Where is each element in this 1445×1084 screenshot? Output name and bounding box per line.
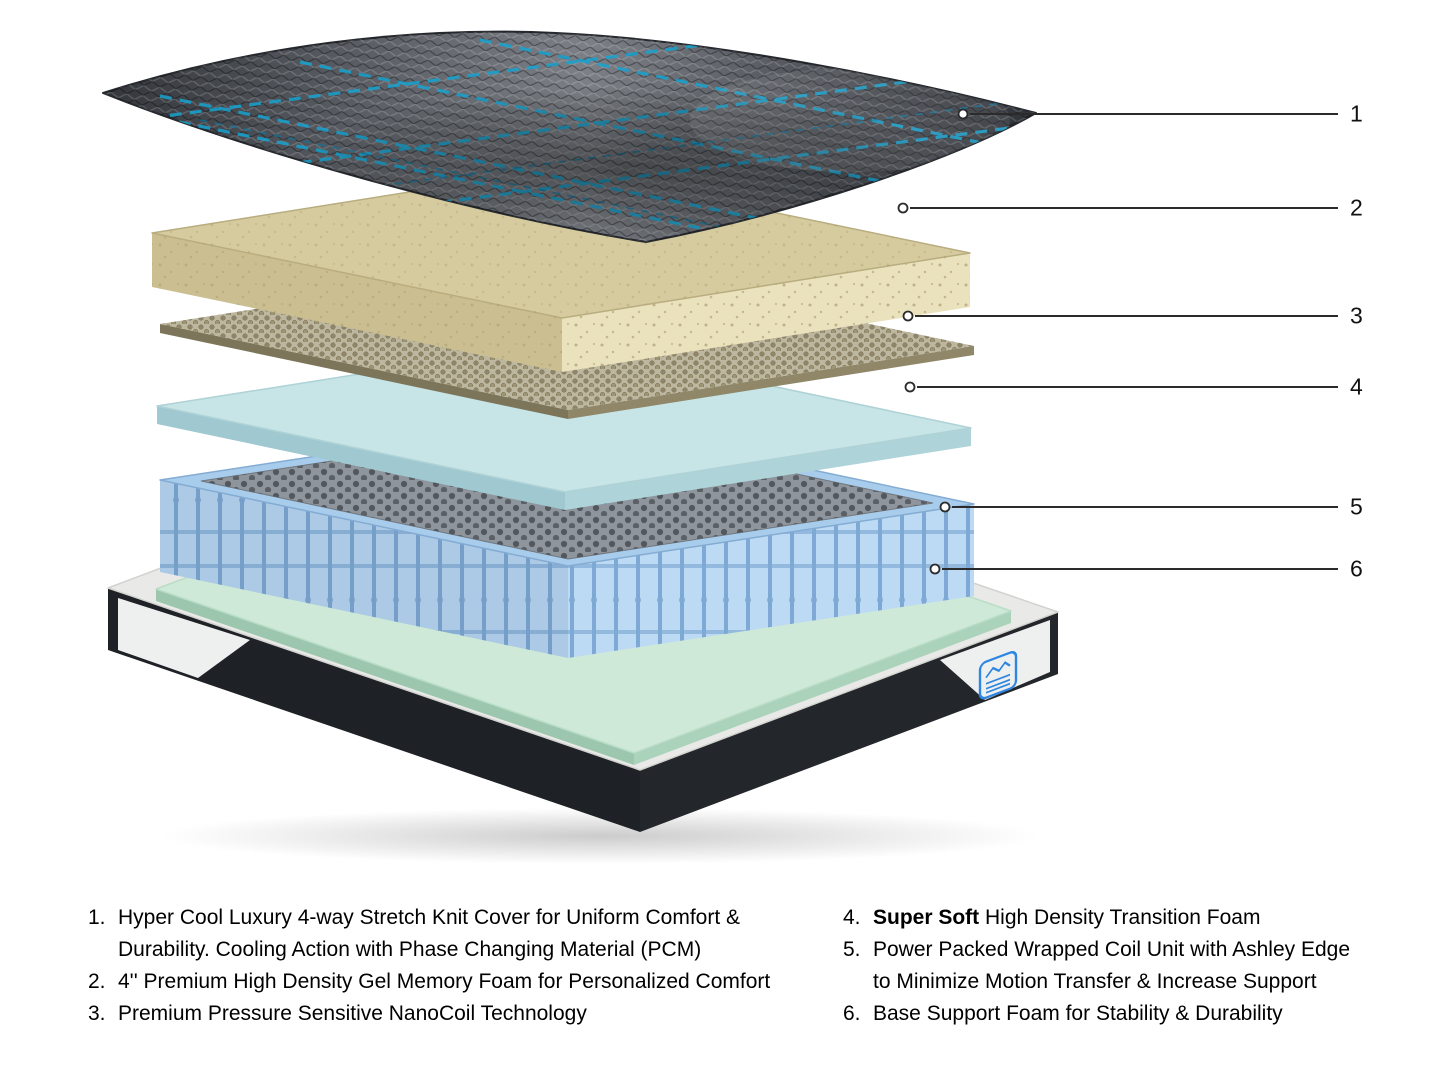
coils-side-left — [160, 480, 568, 658]
legend-item-number: 5. — [843, 938, 861, 961]
knit-cover-sheen — [690, 68, 1010, 172]
base-accent-left — [118, 598, 250, 678]
base-shadow — [160, 808, 1040, 864]
brand-logo-badge — [978, 650, 1018, 700]
callout-dot-3 — [902, 310, 914, 322]
callout-lines — [910, 113, 1338, 570]
base-foam-side-right — [634, 611, 1011, 765]
legend-column-right: 4. Super Soft High Density Transition Fo… — [843, 902, 1350, 1030]
legend-item-text: Super Soft High Density Transition Foam — [873, 906, 1261, 929]
memory-foam-side-right-speckle — [562, 253, 970, 372]
callout-dot-6 — [929, 563, 941, 575]
callout-dot-2 — [897, 202, 909, 214]
coils-side-right — [568, 504, 974, 658]
callout-number-2: 2 — [1350, 194, 1363, 221]
memory-foam-top-speckle — [152, 168, 970, 318]
legend-item-text: Base Support Foam for Stability & Durabi… — [873, 1002, 1283, 1025]
legend-item-number: 4. — [843, 906, 861, 929]
callout-dot-4 — [904, 381, 916, 393]
legend-item-text: Hyper Cool Luxury 4-way Stretch Knit Cov… — [118, 906, 741, 961]
base-side-left — [108, 588, 640, 832]
legend-item-text: 4'' Premium High Density Gel Memory Foam… — [118, 970, 771, 993]
callout-dots — [897, 108, 969, 575]
callout-dot-1 — [957, 108, 969, 120]
base-foam-side-left — [156, 589, 634, 765]
callout-dot-5 — [939, 501, 951, 513]
legend-item-number: 3. — [88, 1002, 106, 1025]
coils-side-left-shade — [160, 480, 568, 658]
legend-item-2: 2. 4'' Premium High Density Gel Memory F… — [88, 966, 770, 998]
callout-number-5: 5 — [1350, 493, 1363, 520]
legend-item-text: Premium Pressure Sensitive NanoCoil Tech… — [118, 1002, 587, 1025]
legend-item-1: 1. Hyper Cool Luxury 4-way Stretch Knit … — [88, 902, 770, 966]
legend-item-number: 2. — [88, 970, 106, 993]
legend-column-left: 1. Hyper Cool Luxury 4-way Stretch Knit … — [88, 902, 770, 1030]
legend-item-5: 5. Power Packed Wrapped Coil Unit with A… — [843, 934, 1350, 998]
transition-side-left — [157, 406, 565, 510]
callout-number-3: 3 — [1350, 302, 1363, 329]
nanocoil-side-left — [160, 324, 568, 419]
legend-item-number: 6. — [843, 1002, 861, 1025]
legend-item-number: 1. — [88, 906, 106, 929]
layer-memory-foam — [151, 167, 971, 372]
legend-item-3: 3. Premium Pressure Sensitive NanoCoil T… — [88, 998, 770, 1030]
callout-number-1: 1 — [1350, 100, 1363, 127]
callout-number-6: 6 — [1350, 555, 1363, 582]
base-accent-right — [940, 620, 1050, 700]
memory-foam-side-left-speckle — [152, 233, 562, 372]
mattress-exploded-view — [102, 30, 1338, 864]
legend-item-4: 4. Super Soft High Density Transition Fo… — [843, 902, 1350, 934]
legend-item-6: 6. Base Support Foam for Stability & Dur… — [843, 998, 1350, 1030]
transition-side-right — [565, 428, 971, 510]
legend-item-text: Power Packed Wrapped Coil Unit with Ashl… — [873, 938, 1351, 993]
nanocoil-side-right — [568, 346, 974, 419]
callout-number-4: 4 — [1350, 373, 1363, 400]
